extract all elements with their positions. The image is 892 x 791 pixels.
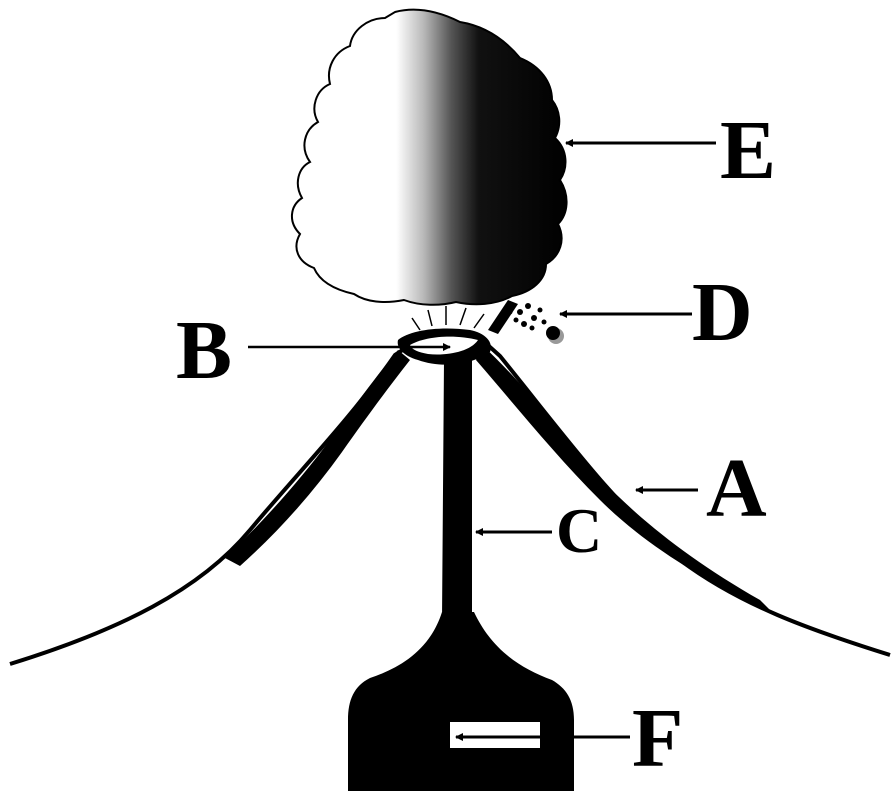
eruption-cloud	[291, 8, 568, 306]
volcanic-bombs	[488, 300, 564, 344]
label-c: C	[556, 495, 602, 566]
label-a: A	[706, 442, 767, 535]
label-f: F	[632, 692, 683, 785]
crater	[397, 306, 491, 365]
vent-conduit	[442, 360, 540, 676]
label-b: B	[176, 304, 232, 397]
label-e: E	[720, 104, 776, 197]
pointer-arrows	[248, 139, 716, 741]
magma-chamber	[348, 612, 574, 791]
label-d: D	[692, 266, 753, 359]
